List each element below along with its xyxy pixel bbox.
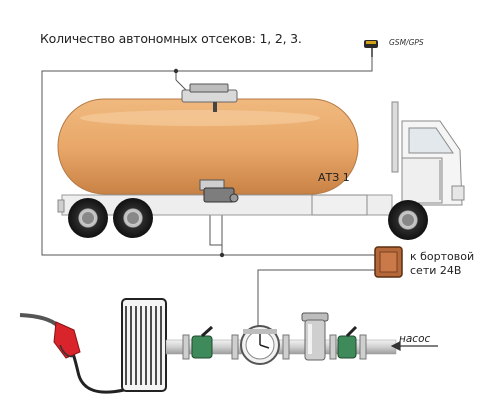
- pump-arrow: [390, 341, 438, 351]
- fuel-nozzle-icon: [19, 313, 81, 359]
- truck-cab: [311, 101, 465, 216]
- wire-junction: [219, 252, 225, 258]
- flow-meter-icon: [240, 325, 280, 365]
- diagram-title: Количество автономных отсеков: 1, 2, 3.: [40, 31, 302, 46]
- gps-antenna-icon: [364, 40, 378, 57]
- pipe-flange: [359, 334, 367, 360]
- pump-label: насос: [399, 333, 431, 345]
- power-label-line1: к бортовой: [410, 250, 475, 263]
- tank-id-label: АТЗ 1: [318, 171, 350, 184]
- gps-label: GSM/GPS: [389, 38, 424, 47]
- valve-icon: [191, 325, 214, 359]
- power-label-line2: сети 24В: [410, 264, 462, 277]
- top-hatch: [181, 83, 238, 112]
- pipe-flange: [329, 334, 337, 360]
- valve-icon: [337, 325, 358, 359]
- power-module-icon: [374, 246, 403, 278]
- pipe-flange: [182, 334, 190, 360]
- bottom-valve-assembly: [199, 179, 239, 203]
- tank-highlight: [80, 110, 320, 126]
- rear-bumper: [57, 199, 65, 213]
- pipe-flange: [231, 334, 239, 360]
- cab-wheel: [388, 200, 428, 240]
- hose-reel: [121, 298, 167, 392]
- pipe-flange: [282, 334, 290, 360]
- wire-junction: [173, 68, 179, 74]
- filter-icon: [301, 312, 329, 361]
- trailer-wheels: [68, 198, 153, 238]
